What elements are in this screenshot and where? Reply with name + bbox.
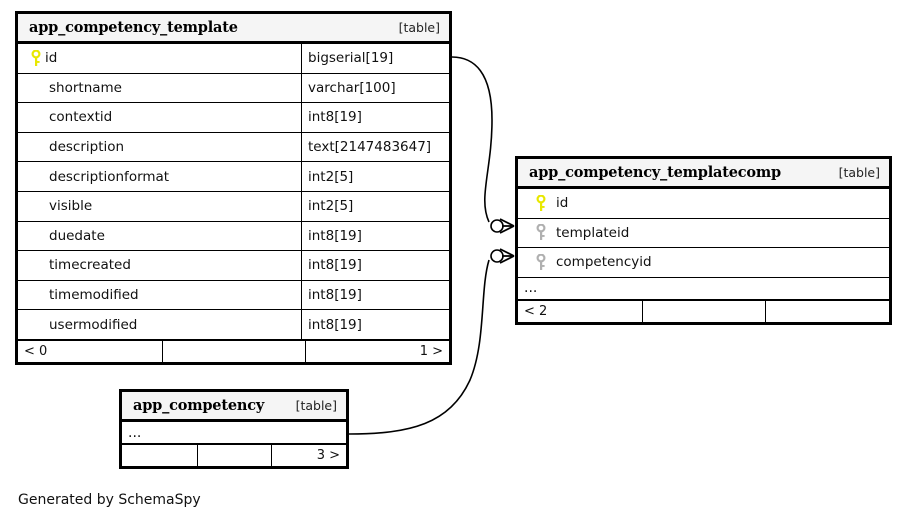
- column-label: duedate: [49, 227, 105, 244]
- entity-header: app_competency [table]: [122, 392, 346, 421]
- column-row[interactable]: usermodified int8[19]: [18, 309, 449, 339]
- column-label: shortname: [49, 79, 122, 96]
- column-name-cell: competencyid: [518, 248, 889, 277]
- column-label: contextid: [49, 109, 113, 126]
- column-type-cell: int2[5]: [301, 191, 449, 221]
- entity-type-tag: [table]: [398, 20, 440, 35]
- entity-type-tag: [table]: [295, 398, 337, 413]
- entity-footer: < 2: [518, 298, 889, 322]
- column-name-cell: templateid: [518, 219, 889, 248]
- footer-parents-count[interactable]: < 0: [24, 343, 48, 359]
- column-row[interactable]: timecreated int8[19]: [18, 250, 449, 280]
- column-type-cell: varchar[100]: [301, 73, 449, 103]
- column-type-cell: int8[19]: [301, 280, 449, 310]
- footer-parents-count: [122, 445, 197, 466]
- column-name-cell: id: [518, 189, 889, 218]
- column-label: descriptionformat: [49, 168, 170, 185]
- entity-header: app_competency_template [table]: [18, 14, 449, 43]
- column-name-cell: timemodified: [18, 281, 301, 310]
- footer-children-count: [765, 300, 889, 322]
- column-name-cell: visible: [18, 192, 301, 221]
- column-type-cell: int8[19]: [301, 103, 449, 132]
- column-type-cell: int2[5]: [301, 162, 449, 191]
- column-type: int8[19]: [308, 227, 362, 244]
- column-label: usermodified: [49, 316, 138, 333]
- footer-middle: [161, 340, 306, 362]
- column-row[interactable]: id bigserial[19]: [18, 43, 449, 73]
- footer-children-count[interactable]: 3 >: [271, 445, 346, 466]
- column-row[interactable]: description text[2147483647]: [18, 131, 449, 162]
- column-row[interactable]: timemodified int8[19]: [18, 279, 449, 310]
- entity-title: app_competency: [133, 397, 265, 414]
- primary-key-icon: [26, 49, 45, 67]
- column-name-cell: contextid: [18, 103, 301, 132]
- column-type: text[2147483647]: [308, 139, 432, 156]
- column-row[interactable]: descriptionformat int2[5]: [18, 161, 449, 191]
- column-name-cell: description: [18, 133, 301, 162]
- generated-by-label: Generated by SchemaSpy: [18, 492, 201, 508]
- column-name-cell: descriptionformat: [18, 162, 301, 191]
- relationship-template-to-templatecomp: [451, 56, 515, 234]
- column-label: visible: [49, 198, 93, 215]
- entity-footer: < 0 1 >: [18, 338, 449, 362]
- column-type-cell: int8[19]: [301, 221, 449, 251]
- column-name-cell: shortname: [18, 74, 301, 103]
- column-row[interactable]: templateid: [518, 217, 889, 248]
- entity-app-competency-templatecomp[interactable]: app_competency_templatecomp [table] id t…: [515, 156, 892, 325]
- column-label: competencyid: [556, 254, 652, 271]
- column-type-cell: int8[19]: [301, 251, 449, 280]
- footer-parents-count[interactable]: < 2: [524, 303, 548, 319]
- column-name-cell: usermodified: [18, 310, 301, 339]
- column-row[interactable]: contextid int8[19]: [18, 102, 449, 132]
- column-row[interactable]: visible int2[5]: [18, 190, 449, 221]
- column-type: int2[5]: [308, 168, 354, 185]
- column-type: int8[19]: [308, 287, 362, 304]
- foreign-key-icon: [526, 253, 556, 271]
- entity-title: app_competency_template: [29, 19, 238, 36]
- column-type-cell: int8[19]: [301, 310, 449, 339]
- entity-type-tag: [table]: [838, 165, 880, 180]
- footer-middle: [196, 445, 272, 466]
- more-columns-indicator: ...: [122, 421, 346, 443]
- foreign-key-icon: [526, 224, 556, 241]
- column-type: int2[5]: [308, 198, 354, 215]
- column-row[interactable]: duedate int8[19]: [18, 220, 449, 251]
- column-label: description: [49, 139, 125, 156]
- column-type: bigserial[19]: [308, 50, 394, 67]
- column-type: int8[19]: [308, 109, 362, 126]
- ellipsis-label: ...: [524, 280, 538, 297]
- entity-header: app_competency_templatecomp [table]: [518, 159, 889, 188]
- column-row[interactable]: id: [518, 188, 889, 218]
- column-name-cell: duedate: [18, 222, 301, 251]
- column-name-cell: timecreated: [18, 251, 301, 280]
- ellipsis-label: ...: [128, 424, 142, 441]
- column-row[interactable]: competencyid: [518, 247, 889, 277]
- column-name-cell: id: [18, 44, 301, 73]
- column-type: int8[19]: [308, 257, 362, 274]
- entity-app-competency[interactable]: app_competency [table] ... 3 >: [119, 389, 349, 469]
- entity-title: app_competency_templatecomp: [529, 164, 781, 181]
- column-row[interactable]: shortname varchar[100]: [18, 72, 449, 103]
- footer-middle: [641, 300, 766, 322]
- primary-key-icon: [526, 194, 556, 212]
- column-label: templateid: [556, 224, 630, 241]
- footer-children-count[interactable]: 1 >: [305, 340, 449, 362]
- more-columns-indicator: ...: [518, 276, 889, 299]
- column-type-cell: text[2147483647]: [301, 132, 449, 162]
- entity-app-competency-template[interactable]: app_competency_template [table] id bigse…: [15, 11, 452, 365]
- column-label: timemodified: [49, 287, 139, 304]
- column-type: varchar[100]: [308, 79, 396, 96]
- column-label: id: [556, 195, 569, 212]
- column-type: int8[19]: [308, 316, 362, 333]
- column-label: timecreated: [49, 257, 131, 274]
- column-label: id: [45, 50, 58, 67]
- entity-footer: 3 >: [122, 443, 346, 466]
- column-type-cell: bigserial[19]: [301, 44, 449, 73]
